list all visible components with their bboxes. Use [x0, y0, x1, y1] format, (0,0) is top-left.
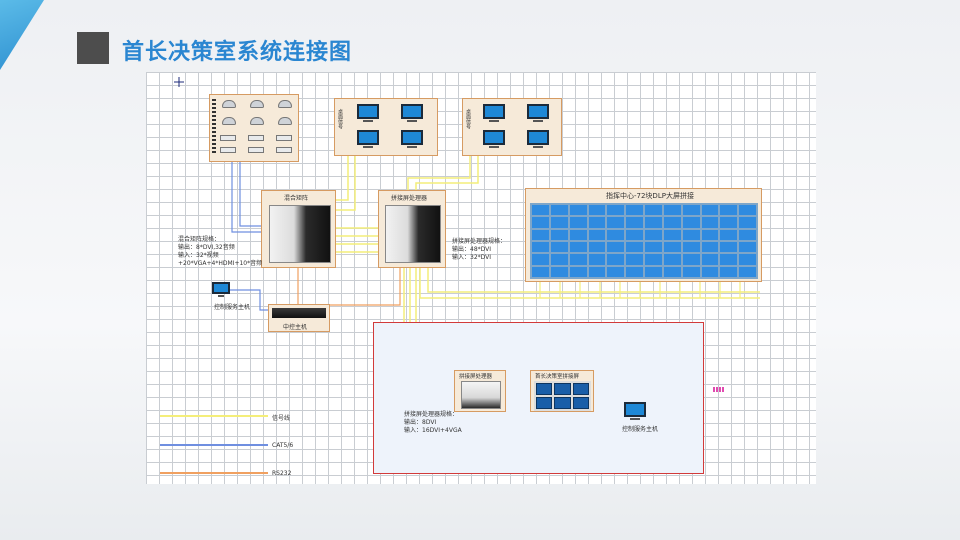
dlp-title: 指挥中心-72块DLP大屏拼接: [606, 191, 694, 201]
spec-line: 输出：8*DVI,32音频: [178, 244, 262, 252]
controller-icon: [272, 308, 326, 318]
monitor-group-1: 桌面信号: [334, 98, 438, 156]
signal-line: [416, 155, 478, 190]
crosshair-icon: [174, 77, 184, 87]
spec-line: 拼接屏处理器规格：: [452, 238, 506, 246]
monitor-icon: [483, 104, 505, 119]
camera-icon: [248, 135, 264, 141]
legend-label: 信号线: [272, 413, 290, 422]
spec-line: 输出：8DVI: [404, 419, 462, 427]
central-control-box: 中控主机: [268, 304, 330, 332]
bottom-splicer-title: 拼接屏处理器: [459, 372, 492, 380]
camera-icon: [250, 100, 264, 108]
bottom-wall-title: 首长决策室拼接屏: [535, 372, 579, 380]
pink-marker: [713, 387, 725, 392]
camera-icon: [248, 147, 264, 153]
connector-strip: [212, 99, 216, 155]
pc-icon: [624, 402, 646, 417]
rs232-line: [330, 268, 400, 305]
decision-wall: [534, 381, 591, 411]
legend-label: RS232: [272, 470, 291, 477]
spec-line: 输入：16DVI+4VGA: [404, 427, 462, 435]
spec-line: +20*VGA+4*HDMI+10*音频: [178, 260, 262, 268]
monitor-group-2: 桌面信号: [462, 98, 562, 156]
camera-icon: [220, 135, 236, 141]
signal-line: [336, 155, 348, 200]
spec-line: 输入：32*视频: [178, 252, 262, 260]
splicer-spec: 拼接屏处理器规格： 输出：48*DVI 输入：32*DVI: [452, 238, 506, 262]
processor-device-icon: [385, 205, 441, 263]
central-control-label: 中控主机: [283, 322, 307, 331]
monitor-icon: [527, 130, 549, 145]
monitor-icon: [357, 104, 379, 119]
camera-icon: [276, 135, 292, 141]
splicer-box: 拼接屏处理器: [378, 190, 446, 268]
bottom-wall-box: 首长决策室拼接屏: [530, 370, 594, 412]
matrix-spec: 混合矩阵规格： 输出：8*DVI,32音频 输入：32*视频 +20*VGA+4…: [178, 236, 262, 268]
signal-line: [336, 155, 355, 210]
spec-line: 输入：32*DVI: [452, 254, 506, 262]
spec-line: 输出：48*DVI: [452, 246, 506, 254]
camera-icon: [222, 117, 236, 125]
camera-group: [209, 94, 299, 162]
camera-icon: [222, 100, 236, 108]
camera-icon: [278, 100, 292, 108]
spec-line: 混合矩阵规格：: [178, 236, 262, 244]
camera-icon: [250, 117, 264, 125]
monitor-icon: [483, 130, 505, 145]
dlp-wall: [530, 203, 758, 279]
processor-device-icon: [461, 381, 501, 409]
camera-icon: [278, 117, 292, 125]
control-host-label: 控制服务主机: [214, 302, 250, 311]
monitor-icon: [357, 130, 379, 145]
splicer-title: 拼接屏处理器: [391, 193, 427, 202]
camera-icon: [276, 147, 292, 153]
monitor-icon: [401, 104, 423, 119]
signal-line: [408, 155, 470, 190]
dlp-wall-box: 指挥中心-72块DLP大屏拼接: [525, 188, 762, 282]
legend-label: CAT5/6: [272, 442, 293, 449]
matrix-device-icon: [269, 205, 331, 263]
matrix-box: 混合矩阵: [261, 190, 336, 268]
camera-icon: [220, 147, 236, 153]
bottom-splicer-box: 拼接屏处理器: [454, 370, 506, 412]
cat-line: [232, 150, 262, 232]
matrix-title: 混合矩阵: [284, 193, 308, 202]
bottom-control-host-label: 控制服务主机: [622, 424, 658, 433]
monitor-icon: [527, 104, 549, 119]
spec-line: 拼接屏处理器规格：: [404, 411, 462, 419]
monitor-group-label: 桌面信号: [337, 109, 344, 129]
monitor-group-label: 桌面信号: [465, 109, 472, 129]
pc-icon: [212, 282, 230, 294]
bottom-splicer-spec: 拼接屏处理器规格： 输出：8DVI 输入：16DVI+4VGA: [404, 411, 462, 435]
monitor-icon: [401, 130, 423, 145]
